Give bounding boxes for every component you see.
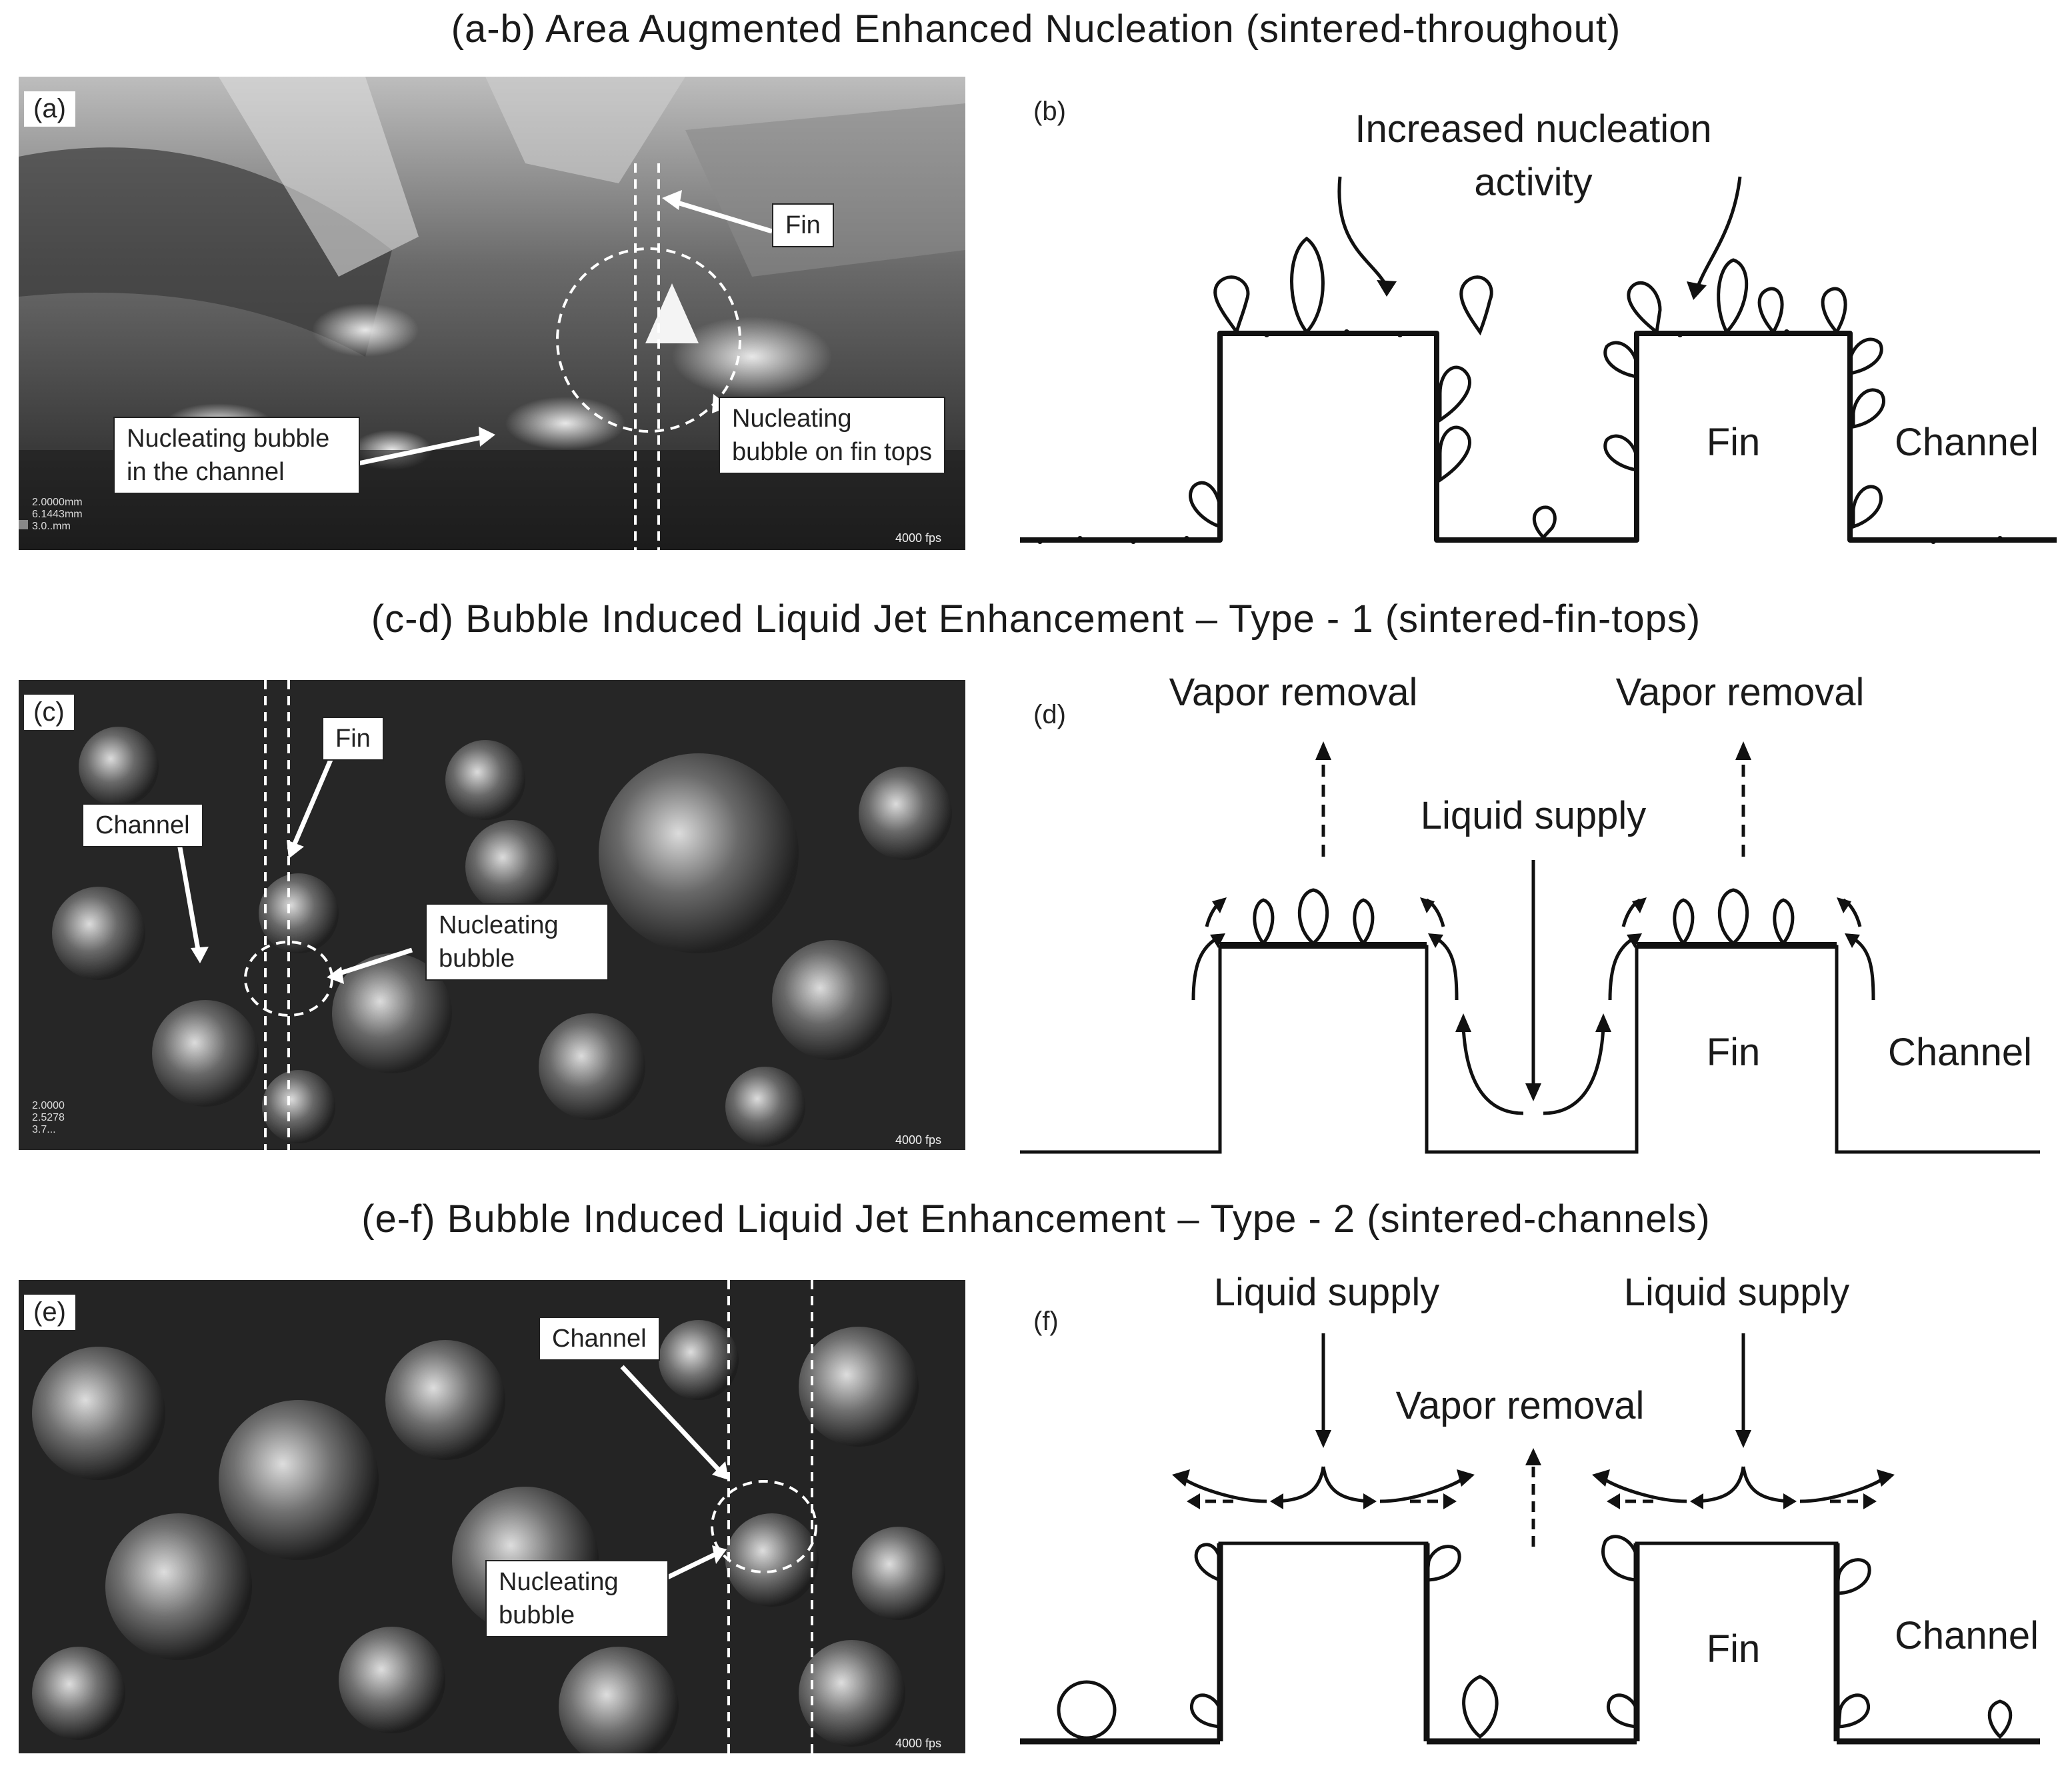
row2-title: (c-d) Bubble Induced Liquid Jet Enhancem… [371,597,1701,641]
panel-c-photo: (c) Fin Channel Nucleating bubble 4000 f… [19,680,965,1150]
panel-a-photo: (a) Fin Nucleating bubble in the channel… [19,77,965,550]
panel-e-image [19,1280,965,1753]
callout-fintop-bubble: Nucleating bubble on fin tops [719,397,945,474]
label-fin-b: Fin [1706,421,1761,464]
panel-a-tag: (a) [24,91,75,127]
label-channel-f: Channel [1894,1614,2039,1657]
label-liquid-left: Liquid supply [1213,1271,1440,1314]
callout-channel-c: Channel [82,803,203,847]
callout-fin-c: Fin [322,717,384,761]
label-vapor-left: Vapor removal [1169,671,1418,714]
callout-channel-e: Channel [539,1317,660,1361]
fps-label: 4000 fps [895,531,942,545]
panel-b-tag: (b) [1033,97,1066,126]
panel-f-tag: (f) [1033,1307,1059,1336]
callout-bubble-e: Nucleating bubble [485,1560,669,1637]
label-liquid-right: Liquid supply [1623,1271,1850,1314]
panel-f-diagram [1020,1333,2040,1745]
label-channel-d: Channel [1887,1031,2033,1074]
label-vapor-right: Vapor removal [1615,671,1865,714]
panel-e-tag: (e) [24,1295,75,1330]
callout-channel-bubble: Nucleating bubble in the channel [113,417,360,494]
label-fin-d: Fin [1706,1031,1761,1074]
panel-b-diagram [1020,176,2057,544]
panel-c-image [19,680,965,1150]
label-liquid-supply-d: Liquid supply [1420,794,1647,837]
fps-label-e: 4000 fps [895,1737,942,1750]
label-activity: activity [1474,161,1593,204]
panel-c-tag: (c) [24,695,74,730]
panel-d-tag: (d) [1033,700,1066,729]
callout-fin: Fin [772,203,834,247]
label-channel-b: Channel [1894,421,2039,464]
label-increased-nucleation: Increased nucleation [1355,107,1712,151]
panel-e-photo: (e) Channel Nucleating bubble 4000 fps [19,1280,965,1753]
panel-d-diagram [1020,741,2040,1154]
callout-bubble-c: Nucleating bubble [425,903,609,981]
label-fin-f: Fin [1706,1627,1761,1671]
row3-title: (e-f) Bubble Induced Liquid Jet Enhancem… [361,1197,1711,1241]
row1-title: (a-b) Area Augmented Enhanced Nucleation… [451,7,1621,51]
fps-label-c: 4000 fps [895,1133,942,1147]
label-vapor-removal-f: Vapor removal [1395,1384,1645,1427]
